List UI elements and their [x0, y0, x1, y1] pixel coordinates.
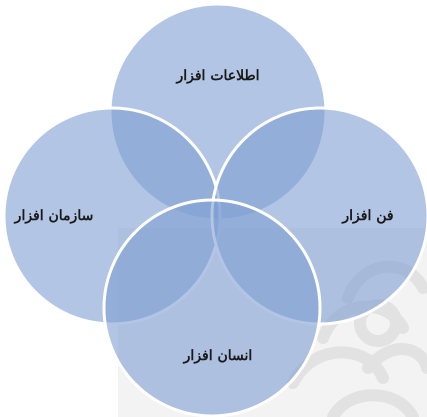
circle-label-right: فن افزار	[342, 208, 394, 224]
circle-label-left: سازمان افزار	[14, 208, 94, 224]
circle-bottom	[102, 198, 322, 417]
circle-label-bottom: انسان افزار	[183, 348, 253, 364]
circle-label-top: اطلاعات افزار	[176, 68, 260, 84]
